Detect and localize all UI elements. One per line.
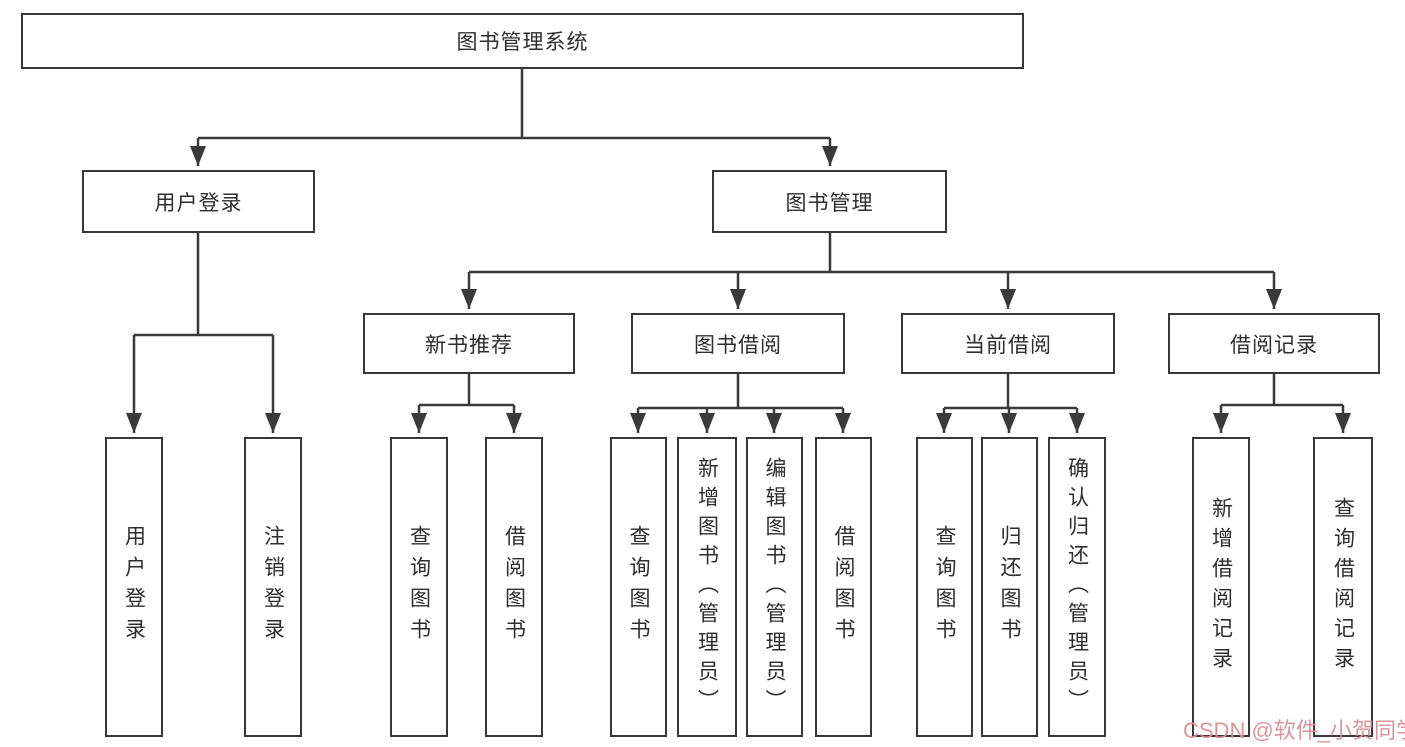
leaf-rec-query-book: 查询图书 — [390, 437, 448, 737]
csdn-watermark: CSDN @软件_小贺同学 — [1183, 718, 1405, 743]
node-borrow-records: 借阅记录 — [1168, 313, 1380, 374]
connector-borrow-records-children — [1213, 374, 1351, 433]
leaf-return-book: 归还图书 — [981, 437, 1038, 737]
connector-user-login-children — [126, 233, 281, 433]
connector-book-borrow-children — [630, 374, 851, 433]
leaf-user-login: 用户登录 — [105, 437, 163, 737]
leaf-borrow-query-book: 查询图书 — [610, 437, 667, 737]
leaf-query-borrow-record: 查询借阅记录 — [1313, 437, 1373, 737]
leaf-rec-borrow-book: 借阅图书 — [485, 437, 543, 737]
leaf-borrow-book: 借阅图书 — [815, 437, 872, 737]
node-book-management: 图书管理 — [712, 170, 947, 233]
leaf-logout: 注销登录 — [244, 437, 302, 737]
leaf-add-borrow-record: 新增借阅记录 — [1192, 437, 1250, 737]
connector-root-to-level1 — [190, 69, 838, 166]
node-user-login: 用户登录 — [82, 170, 315, 233]
node-root-system: 图书管理系统 — [21, 13, 1024, 69]
node-book-borrow: 图书借阅 — [631, 313, 845, 374]
leaf-confirm-return-admin: 确认归还（管理员） — [1048, 437, 1106, 737]
connector-new-book-rec-children — [411, 374, 522, 433]
leaf-current-query-book: 查询图书 — [916, 437, 973, 737]
connector-book-management-children — [461, 233, 1282, 309]
node-current-borrow: 当前借阅 — [901, 313, 1115, 374]
node-new-book-recommend: 新书推荐 — [363, 313, 575, 374]
connector-current-borrow-children — [936, 374, 1085, 433]
leaf-add-book-admin: 新增图书（管理员） — [677, 437, 737, 737]
leaf-edit-book-admin: 编辑图书（管理员） — [746, 437, 803, 737]
